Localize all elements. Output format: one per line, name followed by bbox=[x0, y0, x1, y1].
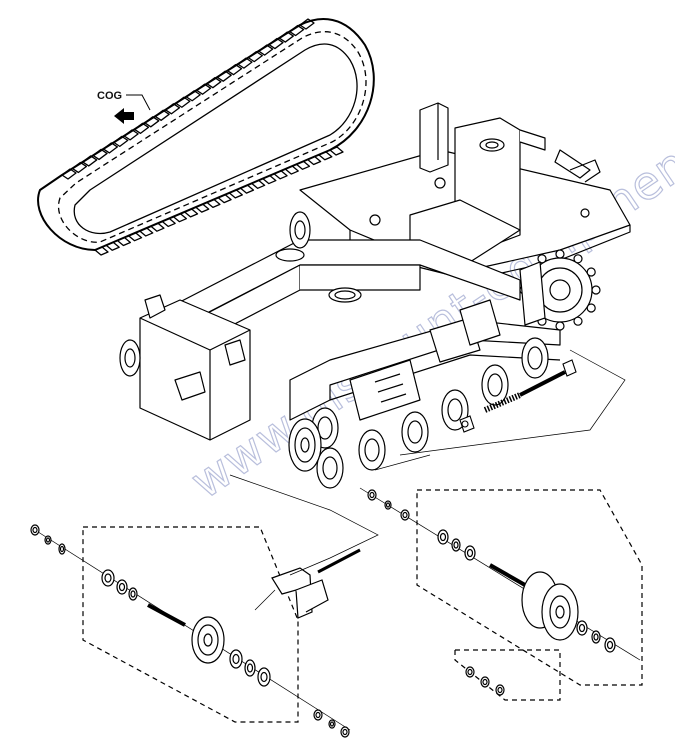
sprocket-tooth bbox=[537, 254, 547, 264]
sprocket-tooth bbox=[586, 303, 596, 313]
sprocket-tooth bbox=[573, 254, 583, 264]
drive-sprocket bbox=[519, 249, 601, 331]
track-roller-hub bbox=[487, 373, 503, 397]
washer-bore bbox=[329, 721, 335, 727]
track-lug bbox=[278, 31, 294, 43]
track-lug bbox=[247, 50, 263, 63]
track-lug bbox=[82, 155, 98, 167]
track-lug bbox=[123, 129, 139, 141]
undercarriage-chassis bbox=[139, 102, 631, 441]
washer-bore bbox=[118, 582, 126, 592]
washer-bore bbox=[369, 491, 375, 499]
track-lug bbox=[226, 64, 243, 76]
front-idler bbox=[119, 211, 322, 472]
track-lug bbox=[217, 193, 232, 204]
washer-bore bbox=[467, 668, 473, 676]
washer-bore bbox=[402, 511, 408, 519]
washer-bore bbox=[45, 537, 51, 543]
sprocket-tooth bbox=[555, 321, 565, 331]
track-lug bbox=[262, 174, 277, 185]
track-lug bbox=[127, 232, 143, 242]
track-lug bbox=[185, 90, 201, 102]
track-lug bbox=[268, 37, 284, 50]
track-lug bbox=[61, 168, 77, 180]
rubber-track bbox=[37, 18, 375, 256]
center-bracket bbox=[271, 548, 361, 619]
track-lug bbox=[206, 77, 222, 89]
track-roller-hub bbox=[407, 420, 423, 444]
track-lug bbox=[251, 179, 266, 189]
washer-bore bbox=[315, 711, 321, 719]
washer-bore bbox=[606, 640, 614, 650]
track-lug bbox=[228, 189, 243, 199]
track-lug bbox=[216, 70, 232, 82]
track-lug bbox=[299, 18, 315, 30]
washer-bore bbox=[232, 653, 240, 665]
cog-label: COG bbox=[97, 90, 122, 102]
track-lug bbox=[133, 122, 150, 134]
washer-bore bbox=[130, 590, 136, 598]
washer-bore bbox=[32, 526, 38, 534]
washer-bore bbox=[246, 663, 254, 673]
track-roller-hub bbox=[527, 346, 543, 370]
washer-bore bbox=[578, 623, 586, 633]
track-lug bbox=[195, 83, 212, 95]
track-lug bbox=[116, 236, 132, 247]
track-lug bbox=[164, 103, 181, 115]
track-lug bbox=[102, 142, 119, 154]
washer-bore bbox=[342, 728, 348, 736]
track-lug bbox=[71, 161, 87, 174]
track-lug bbox=[289, 24, 305, 37]
track-lug bbox=[295, 160, 311, 170]
track-roller-hub bbox=[447, 398, 463, 422]
track-lug bbox=[329, 146, 344, 156]
track-lug bbox=[150, 222, 165, 232]
cog-callout: COG bbox=[97, 90, 151, 124]
track-lug bbox=[92, 148, 108, 161]
cog-arrow-icon bbox=[114, 108, 134, 124]
track-lug bbox=[318, 151, 333, 161]
washer-bore bbox=[260, 671, 268, 683]
track-lug bbox=[105, 241, 120, 251]
left-exploded-roller-group bbox=[30, 524, 351, 738]
track-roller-hub bbox=[317, 416, 333, 440]
track-lug bbox=[239, 184, 255, 194]
sprocket-tooth bbox=[573, 316, 583, 326]
track-lug bbox=[257, 44, 274, 56]
track-lug bbox=[154, 109, 170, 121]
track-lug bbox=[284, 165, 299, 175]
track-roller-hub bbox=[364, 438, 380, 462]
track-lug bbox=[195, 203, 210, 213]
washer-bore bbox=[482, 678, 488, 686]
track-lug bbox=[139, 227, 154, 237]
washer-bore bbox=[593, 633, 599, 641]
track-roller-hub bbox=[322, 456, 338, 480]
track-lug bbox=[172, 213, 187, 223]
track-lug bbox=[183, 208, 199, 218]
track-lug bbox=[237, 57, 253, 69]
callout-leader-lines bbox=[229, 349, 626, 611]
washer-bore bbox=[104, 573, 112, 583]
sprocket-tooth bbox=[591, 285, 601, 295]
track-lug bbox=[144, 116, 160, 128]
track-lug bbox=[306, 155, 322, 166]
right-exploded-roller-group bbox=[359, 487, 643, 701]
track-lug bbox=[94, 246, 109, 256]
washer-bore bbox=[453, 541, 459, 549]
track-lug bbox=[113, 135, 129, 148]
track-lug bbox=[206, 198, 221, 209]
sprocket-tooth bbox=[586, 267, 596, 277]
tension-spring-assembly bbox=[459, 359, 577, 433]
track-rollers bbox=[311, 337, 549, 489]
sprocket-tooth bbox=[555, 249, 565, 259]
washer-bore bbox=[385, 502, 391, 508]
washer-bore bbox=[497, 686, 503, 694]
track-lug bbox=[273, 170, 288, 180]
washer-bore bbox=[466, 548, 474, 558]
washer-bore bbox=[59, 545, 65, 553]
washer-bore bbox=[439, 532, 447, 542]
track-lug bbox=[175, 96, 191, 108]
track-lug bbox=[161, 217, 176, 228]
